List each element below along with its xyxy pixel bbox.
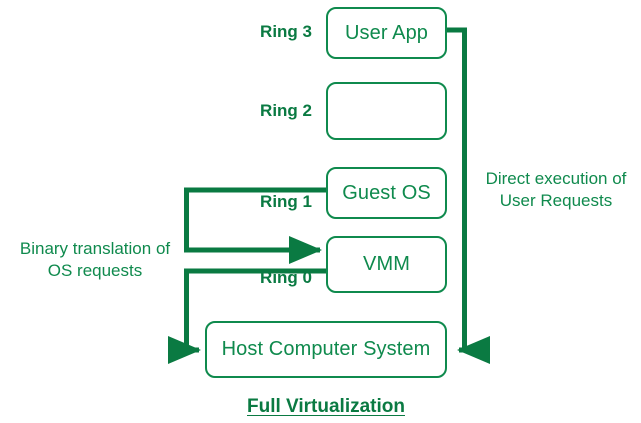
diagram-title: Full Virtualization [247, 396, 405, 417]
ring-label-ring-0: Ring 0 [260, 268, 312, 287]
vmm-to-host-connector [168, 268, 326, 364]
box-ring-2-empty[interactable] [326, 82, 447, 140]
guest-os-to-vmm-connector [184, 187, 326, 264]
ring-label-ring-1: Ring 1 [260, 192, 312, 211]
annotation-binary-translation: Binary translation of OS requests [19, 239, 171, 280]
user-app-to-host-connector [447, 27, 490, 365]
box-guest-os[interactable]: Guest OS [326, 167, 447, 219]
ring-label-ring-3: Ring 3 [260, 22, 312, 41]
box-host-computer-system[interactable]: Host Computer System [205, 321, 447, 378]
ring-label-ring-2: Ring 2 [260, 101, 312, 120]
box-vmm[interactable]: VMM [326, 236, 447, 293]
annotation-direct-execution: Direct execution of User Requests [485, 169, 627, 210]
box-user-app[interactable]: User App [326, 7, 447, 59]
